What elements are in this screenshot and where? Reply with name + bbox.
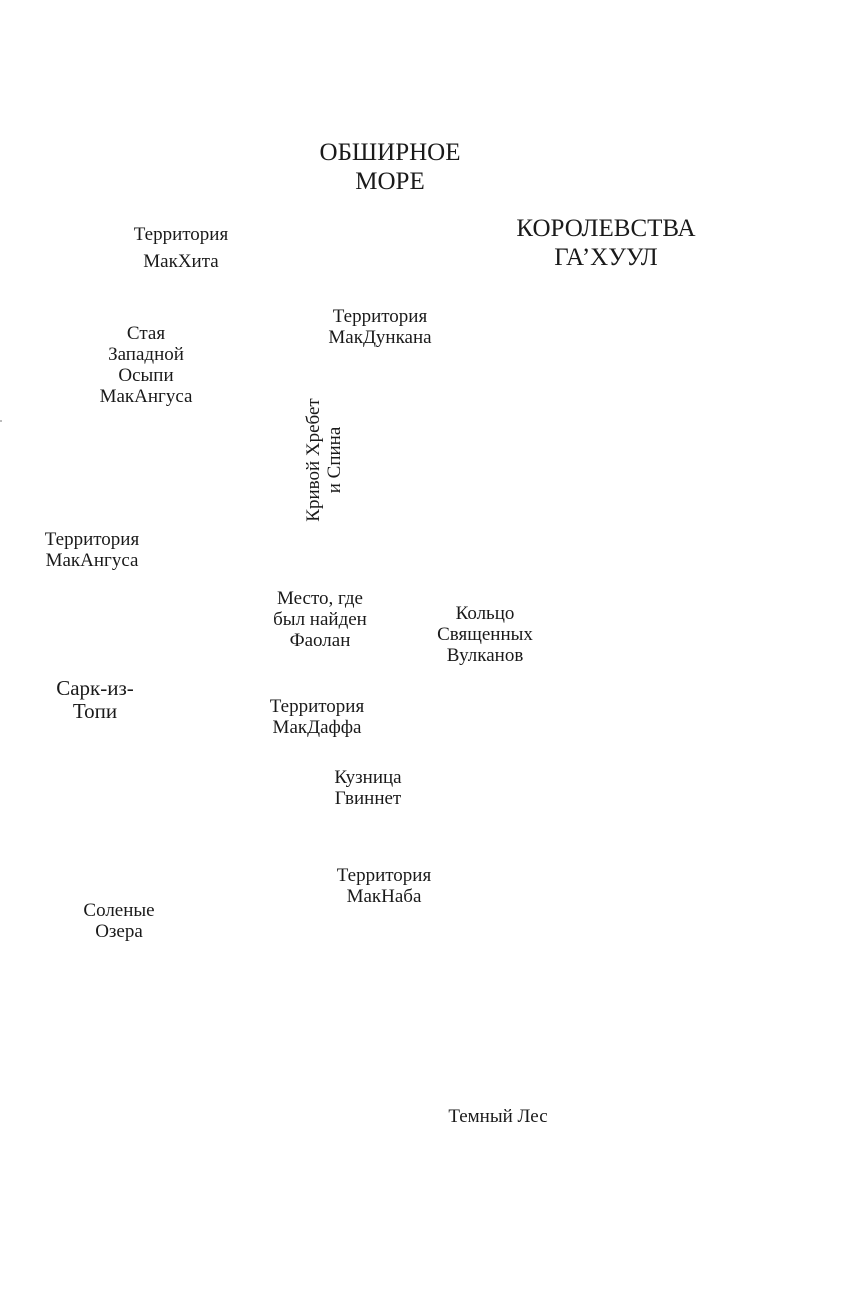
label-line: Территория: [269, 696, 365, 717]
label-line: МакДаффа: [272, 717, 362, 738]
label-line: Западной: [108, 344, 184, 365]
label-line: Территория: [44, 529, 140, 550]
label-ring-of-sacred-volcanoes: Кольцо Священных Вулканов: [415, 603, 555, 666]
label-kingdoms-gahuul: КОРОЛЕВСТВА ГА’ХУУЛ: [500, 214, 712, 272]
label-line: Территория: [133, 224, 229, 245]
label-line: Священных: [437, 624, 533, 645]
label-line: Территория: [332, 306, 428, 327]
label-line: Кольцо: [455, 603, 515, 624]
label-line: Фаолан: [289, 630, 351, 651]
label-vast-sea: ОБШИРНОЕ МОРЕ: [300, 138, 480, 196]
label-line: ГА’ХУУЛ: [554, 244, 658, 271]
label-territory-machita: Территория МакХита: [111, 221, 251, 275]
label-line: Озера: [95, 921, 143, 942]
label-line: Гвиннет: [334, 788, 402, 809]
label-faolan-found-place: Место, где был найден Фаолан: [250, 588, 390, 651]
label-dark-forest: Темный Лес: [428, 1106, 568, 1127]
label-line: и Спина: [324, 426, 345, 494]
label-line: Темный Лес: [448, 1106, 548, 1127]
label-line: МакАнгуса: [99, 386, 193, 407]
edge-mark: [0, 420, 2, 422]
label-salt-lakes: Соленые Озера: [64, 900, 174, 942]
label-line: Вулканов: [446, 645, 524, 666]
label-line: МакХита: [143, 251, 219, 272]
label-territory-macduff: Территория МакДаффа: [247, 696, 387, 738]
label-line: МакДункана: [328, 327, 432, 348]
label-territory-macnab: Территория МакНаба: [314, 865, 454, 907]
label-line: был найден: [273, 609, 367, 630]
label-line: Соленые: [83, 900, 155, 921]
label-line: МакАнгуса: [45, 550, 139, 571]
label-line: Топи: [72, 699, 118, 723]
label-line: Сарк-из-: [56, 676, 134, 700]
label-line: КОРОЛЕВСТВА: [516, 215, 696, 242]
label-sark-of-the-fens: Сарк-из- Топи: [40, 677, 150, 723]
label-western-scree-pack: Стая Западной Осыпи МакАнгуса: [86, 323, 206, 407]
label-crooked-ridge: Кривой Хребет и Спина: [303, 390, 347, 530]
label-line: МОРЕ: [355, 168, 425, 195]
label-territory-macduncan: Территория МакДункана: [310, 306, 450, 348]
label-line: Территория: [336, 865, 432, 886]
label-line: Кузница: [334, 767, 402, 788]
label-line: Стая: [126, 323, 166, 344]
label-line: МакНаба: [346, 886, 422, 907]
label-territory-macangus: Территория МакАнгуса: [22, 529, 162, 571]
label-line: Осыпи: [118, 365, 174, 386]
label-line: Место, где: [277, 588, 363, 609]
label-line: ОБШИРНОЕ: [319, 139, 461, 166]
label-gwynneth-forge: Кузница Гвиннет: [318, 767, 418, 809]
label-line: Кривой Хребет: [303, 398, 324, 522]
